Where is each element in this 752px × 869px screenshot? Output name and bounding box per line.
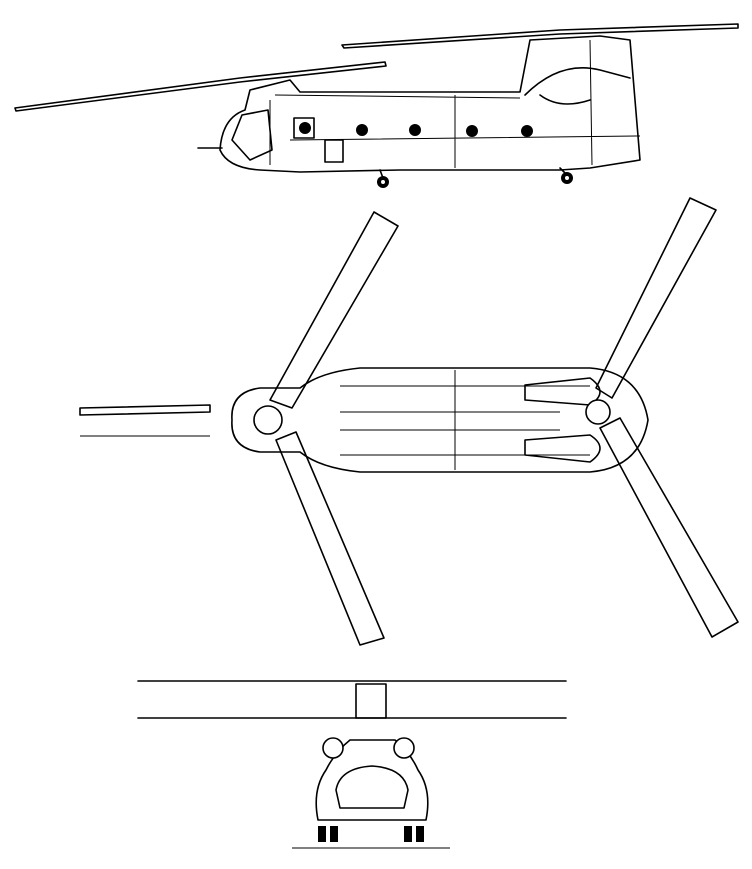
front-landing-gear [318,826,424,842]
side-front-window [293,117,315,139]
side-landing-gear [377,167,573,188]
top-front-blade-upper [269,211,399,409]
side-cabin-door [324,139,344,163]
side-view [14,23,739,188]
top-front-blade-left [79,404,211,416]
top-view [79,197,739,646]
top-front-blade-lower [275,431,385,646]
side-rear-pylon [524,67,631,105]
front-view [137,680,567,849]
top-rear-blade-upper [595,197,717,399]
top-rear-blade-lower [599,417,739,638]
top-engine-lower [524,434,601,463]
front-rear-pylon [355,683,387,719]
top-front-rotor-hub [253,405,283,435]
side-rear-rotor-blade [341,23,739,49]
front-engine-right [393,737,415,759]
front-fuselage [315,739,429,821]
top-rear-rotor-hub [585,399,611,425]
front-engine-left [322,737,344,759]
top-fuselage [231,367,649,473]
front-cockpit-windows [335,765,409,809]
side-front-rotor-blade [14,61,387,112]
top-engine-upper [524,377,601,406]
side-cockpit-windows [231,109,273,161]
side-fuselage [219,35,641,173]
side-portholes [299,122,533,137]
